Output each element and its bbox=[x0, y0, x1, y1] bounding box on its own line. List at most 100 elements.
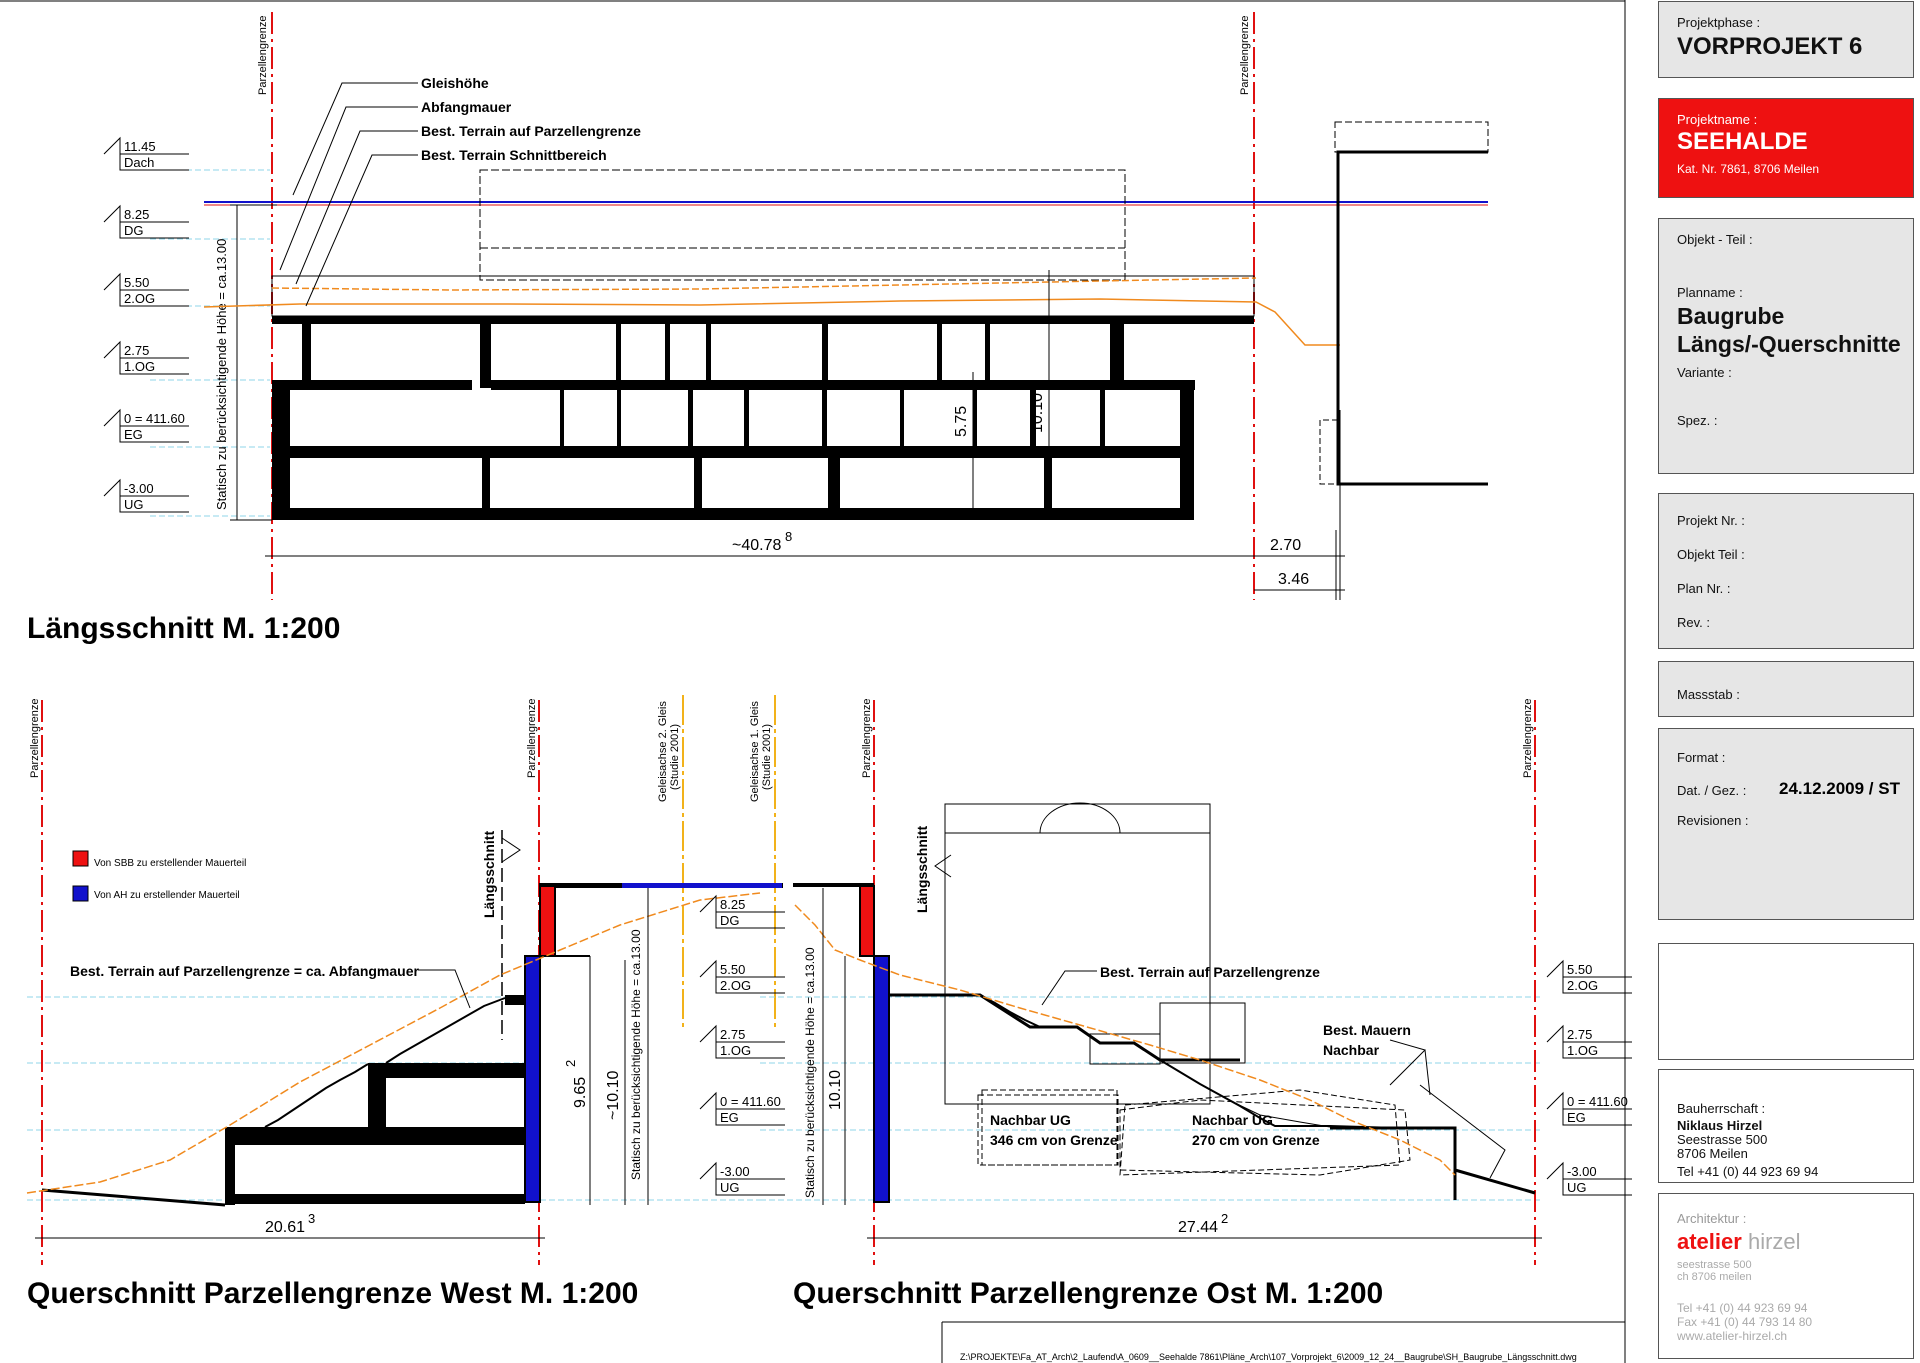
title-block-phase: Projektphase : VORPROJEKT 6 bbox=[1658, 1, 1914, 78]
level-name: EG bbox=[1567, 1110, 1586, 1125]
dim-9-65-sup: 2 bbox=[563, 1060, 578, 1067]
level-name: DG bbox=[720, 913, 740, 928]
parzellengrenze-label: Parzellengrenze bbox=[526, 699, 538, 779]
level-value: 8.25 bbox=[720, 897, 745, 912]
laengsschnitt-marker: Längsschnitt bbox=[914, 826, 930, 913]
level-value: 0 = 411.60 bbox=[1567, 1094, 1628, 1109]
dim-40-78-sup: 8 bbox=[785, 529, 792, 544]
level-value: 8.25 bbox=[124, 207, 149, 222]
arch-tel: Tel +41 (0) 44 923 69 94 bbox=[1677, 1301, 1808, 1315]
arch-addr2: ch 8706 meilen bbox=[1677, 1271, 1752, 1283]
bauherr-label: Bauherrschaft : bbox=[1677, 1101, 1766, 1116]
file-path: Z:\PROJEKTE\Fa_AT_Arch\2_Laufend\A_0609_… bbox=[960, 1352, 1577, 1362]
level-value: 2.75 bbox=[720, 1027, 745, 1042]
projekt-nr-label: Projekt Nr. : bbox=[1677, 513, 1745, 528]
dim-10-10-ost: 10.10 bbox=[827, 1070, 844, 1110]
title-west: Querschnitt Parzellengrenze West M. 1:20… bbox=[27, 1277, 638, 1310]
gleis1-study: (Studie 2001) bbox=[761, 724, 773, 790]
level-name: UG bbox=[124, 497, 144, 512]
planname-2: Längs/-Querschnitte bbox=[1677, 330, 1901, 357]
laengsschnitt-marker: Längsschnitt bbox=[481, 831, 497, 918]
dim-9-65: 9.65 bbox=[572, 1077, 589, 1108]
level-value: 5.50 bbox=[720, 962, 745, 977]
level-value: 0 = 411.60 bbox=[124, 411, 185, 426]
nachbar-ug-2-dist: 270 cm von Grenze bbox=[1192, 1132, 1320, 1148]
level-name: UG bbox=[1567, 1180, 1587, 1195]
dim-2-70: 2.70 bbox=[1270, 537, 1301, 554]
level-name: DG bbox=[124, 223, 144, 238]
bauherr-addr2: 8706 Meilen bbox=[1677, 1146, 1748, 1161]
level-name: 2.OG bbox=[720, 978, 751, 993]
phase-value: VORPROJEKT 6 bbox=[1677, 33, 1863, 60]
phase-label: Projektphase : bbox=[1677, 15, 1761, 30]
level-value: 0 = 411.60 bbox=[720, 1094, 781, 1109]
title-block-numbers: Projekt Nr. : Objekt Teil : Plan Nr. : R… bbox=[1658, 493, 1914, 649]
arch-web[interactable]: www.atelier-hirzel.ch bbox=[1677, 1329, 1788, 1343]
level-name: 1.OG bbox=[1567, 1043, 1598, 1058]
hoehe-text: Statisch zu berücksichtigende Höhe = ca.… bbox=[214, 239, 229, 510]
project-name-label: Projektname : bbox=[1677, 112, 1758, 127]
title-block-massstab: Massstab : bbox=[1658, 661, 1914, 717]
arch-logo-2: hirzel bbox=[1747, 1229, 1801, 1254]
objekt-teil-label: Objekt - Teil : bbox=[1677, 232, 1753, 247]
kat-nr: Kat. Nr. 7861, 8706 Meilen bbox=[1677, 161, 1820, 176]
dim-20-61: 20.61 bbox=[265, 1219, 305, 1236]
querschnitt-ost: Parzellengrenze Parzellengrenze Nachbar … bbox=[760, 699, 1632, 1310]
legend-ah: Von AH zu erstellender Mauerteil bbox=[94, 890, 240, 901]
nachbar-ug-2: Nachbar UG bbox=[1192, 1112, 1273, 1128]
label-mauern-nachbar: Nachbar bbox=[1323, 1042, 1380, 1058]
title-block-architect: Architektur : atelier hirzel seestrasse … bbox=[1658, 1193, 1914, 1359]
level-name: EG bbox=[720, 1110, 739, 1125]
level-value: 5.50 bbox=[124, 275, 149, 290]
plan-nr-label: Plan Nr. : bbox=[1677, 581, 1731, 596]
gleis1-label: Geleisachse 1. Gleis bbox=[749, 701, 761, 802]
bauherr-name: Niklaus Hirzel bbox=[1677, 1118, 1763, 1133]
nachbar-ug-1-dist: 346 cm von Grenze bbox=[990, 1132, 1118, 1148]
parzellengrenze-label: Parzellengrenze bbox=[861, 699, 873, 779]
label-terrain-ost: Best. Terrain auf Parzellengrenze bbox=[1100, 964, 1320, 980]
arch-addr1: seestrasse 500 bbox=[1677, 1259, 1752, 1271]
dim-40-78: ~40.78 bbox=[732, 537, 781, 554]
level-value: 2.75 bbox=[124, 343, 149, 358]
nachbar-ug-1: Nachbar UG bbox=[990, 1112, 1071, 1128]
project-name: SEEHALDE bbox=[1677, 128, 1808, 155]
level-name: Dach bbox=[124, 155, 154, 170]
dim-10-10: 10.10 bbox=[1029, 393, 1046, 433]
level-name: 2.OG bbox=[124, 291, 155, 306]
level-name: 2.OG bbox=[1567, 978, 1598, 993]
arch-fax: Fax +41 (0) 44 793 14 80 bbox=[1677, 1315, 1813, 1329]
bauherr-addr1: Seestrasse 500 bbox=[1677, 1132, 1768, 1147]
gleis2-label: Geleisachse 2. Gleis bbox=[657, 701, 669, 802]
label-terrain-schnitt: Best. Terrain Schnittbereich bbox=[421, 147, 607, 163]
querschnitt-west: Parzellengrenze Parzellengrenze Geleisac… bbox=[26, 695, 785, 1310]
level-name: 1.OG bbox=[720, 1043, 751, 1058]
revisionen-label: Revisionen : bbox=[1677, 813, 1749, 828]
level-name: UG bbox=[720, 1180, 740, 1195]
dim-5-75: 5.75 bbox=[953, 406, 970, 437]
variante-label: Variante : bbox=[1677, 365, 1732, 381]
legend-sbb: Von SBB zu erstellender Mauerteil bbox=[94, 858, 246, 869]
dim-27-44-sup: 2 bbox=[1221, 1211, 1228, 1226]
arch-logo-1: atelier bbox=[1677, 1229, 1742, 1254]
dim-10-10-west: ~10.10 bbox=[605, 1071, 622, 1120]
dim-3-46: 3.46 bbox=[1278, 571, 1309, 588]
parzellengrenze-label: Parzellengrenze bbox=[1239, 16, 1251, 96]
level-value: -3.00 bbox=[124, 481, 154, 496]
dim-20-61-sup: 3 bbox=[308, 1211, 315, 1226]
hoehe-text-ost: Statisch zu berücksichtigende Höhe = ca.… bbox=[803, 947, 817, 1198]
title-block-blank bbox=[1658, 943, 1914, 1060]
title-block-bauherr: Bauherrschaft : Niklaus Hirzel Seestrass… bbox=[1658, 1069, 1914, 1183]
bauherr-tel: Tel +41 (0) 44 923 69 94 bbox=[1677, 1164, 1819, 1179]
label-abfangmauer: Abfangmauer bbox=[421, 99, 512, 115]
objekt-teil-nr-label: Objekt Teil : bbox=[1677, 547, 1745, 562]
hoehe-text-west: Statisch zu berücksichtigende Höhe = ca.… bbox=[629, 929, 643, 1180]
spez-label: Spez. : bbox=[1677, 413, 1718, 429]
arch-logo: atelier hirzel bbox=[1677, 1229, 1913, 1255]
label-gleishoehe: Gleishöhe bbox=[421, 75, 489, 91]
parzellengrenze-label: Parzellengrenze bbox=[29, 699, 41, 779]
rev-label: Rev. : bbox=[1677, 615, 1710, 630]
label-mauern: Best. Mauern bbox=[1323, 1022, 1411, 1038]
